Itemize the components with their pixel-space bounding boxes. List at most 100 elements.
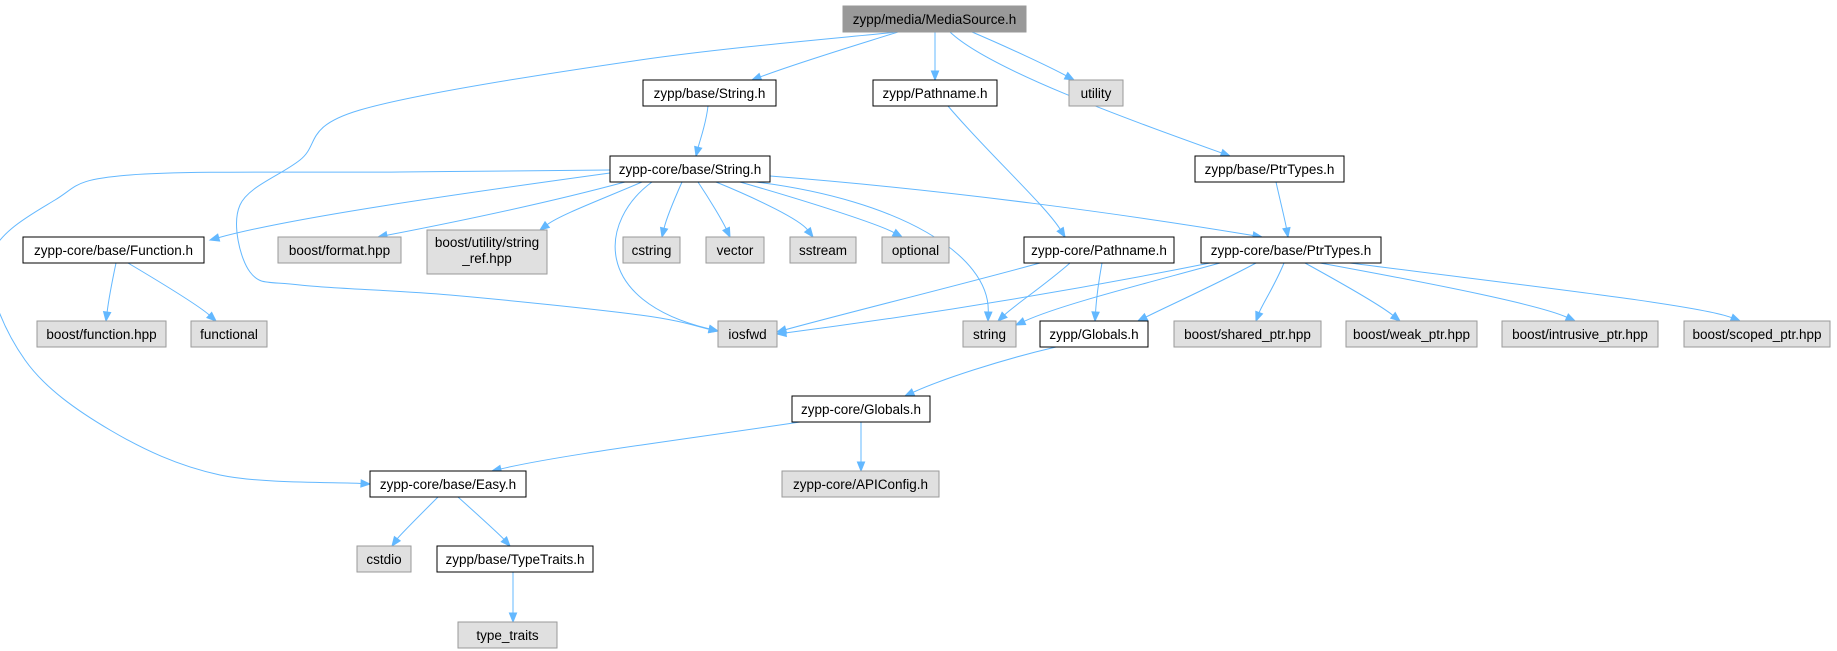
node-boost-format: boost/format.hpp (277, 236, 402, 264)
node-label: boost/intrusive_ptr.hpp (1512, 327, 1648, 342)
node-box (881, 236, 950, 264)
edge-core-ptrtypes-to-boost-weak-ptr (1304, 262, 1402, 322)
node-label: string (973, 327, 1006, 342)
node-label: boost/weak_ptr.hpp (1353, 327, 1470, 342)
node-optional: optional (881, 236, 950, 264)
node-label: zypp/Globals.h (1049, 327, 1138, 342)
node-core-globals[interactable]: zypp-core/Globals.h (791, 395, 931, 423)
node-base-string[interactable]: zypp/base/String.h (642, 79, 777, 107)
edge-layer (0, 31, 1742, 624)
edge-media-source-to-iosfwd (236, 31, 898, 334)
node-typetraits-h[interactable]: zypp/base/TypeTraits.h (436, 545, 594, 573)
node-box (1039, 320, 1149, 348)
edge-core-easy-to-cstdio (391, 496, 439, 548)
node-label: boost/function.hpp (46, 327, 156, 342)
node-label: functional (200, 327, 258, 342)
node-box (609, 155, 771, 183)
node-label: cstring (632, 243, 672, 258)
edge-core-string-to-cstring (659, 181, 683, 239)
node-box (436, 545, 594, 573)
node-box (1173, 320, 1322, 348)
node-label: zypp-core/APIConfig.h (793, 477, 928, 492)
edge-core-function-to-functional (127, 262, 218, 322)
node-label: sstream (799, 243, 847, 258)
node-box (622, 236, 681, 264)
node-box (705, 236, 765, 264)
edge-media-source-to-utility (971, 31, 1076, 81)
node-label: zypp-core/base/String.h (619, 162, 762, 177)
node-box (369, 470, 527, 498)
edge-core-string-to-boost-string-ref (538, 181, 643, 231)
node-label: zypp-core/Pathname.h (1031, 243, 1167, 258)
edge-zypp-globals-to-core-globals (903, 346, 1057, 397)
edge-core-string-to-string (755, 181, 993, 323)
node-box (22, 236, 205, 264)
node-label: zypp/media/MediaSource.h (853, 12, 1017, 27)
node-box (1200, 236, 1382, 264)
edge-core-ptrtypes-to-iosfwd (775, 262, 1211, 338)
node-box (1068, 79, 1124, 107)
edge-core-pathname-to-string (997, 262, 1071, 322)
node-box (717, 320, 778, 348)
node-boost-weak-ptr: boost/weak_ptr.hpp (1345, 320, 1478, 348)
node-box (457, 621, 558, 649)
node-core-function[interactable]: zypp-core/base/Function.h (22, 236, 205, 264)
node-boost-string-ref: boost/utility/string_ref.hpp (426, 229, 548, 275)
edge-typetraits-h-to-type-traits (508, 572, 518, 624)
node-box (1345, 320, 1478, 348)
node-label: iosfwd (728, 327, 766, 342)
edge-core-globals-to-core-easy (490, 421, 801, 474)
node-sstream: sstream (789, 236, 857, 264)
node-box (426, 229, 548, 275)
edge-core-ptrtypes-to-zypp-globals (1136, 262, 1257, 322)
node-box (1194, 155, 1345, 183)
node-cstring: cstring (622, 236, 681, 264)
node-label: zypp/base/PtrTypes.h (1205, 162, 1335, 177)
edge-core-string-to-vector (697, 181, 731, 239)
edge-core-easy-to-typetraits-h (457, 496, 511, 547)
edge-core-string-to-core-function (208, 172, 611, 242)
node-box (36, 320, 167, 348)
node-base-ptrtypes[interactable]: zypp/base/PtrTypes.h (1194, 155, 1345, 183)
edge-core-globals-to-apiconfig (856, 422, 866, 473)
edge-base-string-to-core-string (694, 105, 709, 158)
node-label: vector (717, 243, 754, 258)
node-pathname[interactable]: zypp/Pathname.h (872, 79, 998, 107)
node-label: _ref.hpp (461, 251, 512, 266)
node-core-string[interactable]: zypp-core/base/String.h (609, 155, 771, 183)
edge-core-ptrtypes-to-boost-scoped-ptr (1349, 262, 1742, 322)
edge-core-string-to-core-easy (0, 169, 611, 488)
node-box (872, 79, 998, 107)
node-label: zypp-core/base/Function.h (34, 243, 193, 258)
node-type-traits: type_traits (457, 621, 558, 649)
node-box (791, 395, 931, 423)
node-zypp-globals[interactable]: zypp/Globals.h (1039, 320, 1149, 348)
node-functional: functional (190, 320, 268, 348)
edge-core-pathname-to-zypp-globals (1091, 262, 1103, 323)
node-box (190, 320, 268, 348)
node-label: zypp/base/String.h (654, 86, 766, 101)
node-label: optional (892, 243, 939, 258)
node-boost-scoped-ptr: boost/scoped_ptr.hpp (1683, 320, 1831, 348)
node-core-pathname[interactable]: zypp-core/Pathname.h (1023, 236, 1175, 264)
edge-core-string-to-iosfwd (614, 181, 720, 333)
node-iosfwd: iosfwd (717, 320, 778, 348)
node-media-source[interactable]: zypp/media/MediaSource.h (842, 5, 1027, 33)
node-core-easy[interactable]: zypp-core/base/Easy.h (369, 470, 527, 498)
node-label: utility (1081, 86, 1112, 101)
node-core-ptrtypes[interactable]: zypp-core/base/PtrTypes.h (1200, 236, 1382, 264)
node-apiconfig: zypp-core/APIConfig.h (781, 470, 940, 498)
node-cstdio: cstdio (356, 545, 412, 573)
edge-core-string-to-optional (739, 181, 904, 238)
edge-core-ptrtypes-to-boost-intrusive-ptr (1319, 262, 1577, 322)
edge-core-function-to-boost-function (102, 262, 117, 323)
node-boost-shared-ptr: boost/shared_ptr.hpp (1173, 320, 1322, 348)
node-label: zypp-core/base/PtrTypes.h (1211, 243, 1372, 258)
node-label: boost/scoped_ptr.hpp (1692, 327, 1821, 342)
node-boost-function: boost/function.hpp (36, 320, 167, 348)
node-label: type_traits (476, 628, 539, 643)
node-label: boost/shared_ptr.hpp (1184, 327, 1311, 342)
node-boost-intrusive-ptr: boost/intrusive_ptr.hpp (1501, 320, 1659, 348)
edge-core-string-to-core-ptrtypes (769, 175, 1264, 240)
node-label: zypp-core/base/Easy.h (380, 477, 516, 492)
